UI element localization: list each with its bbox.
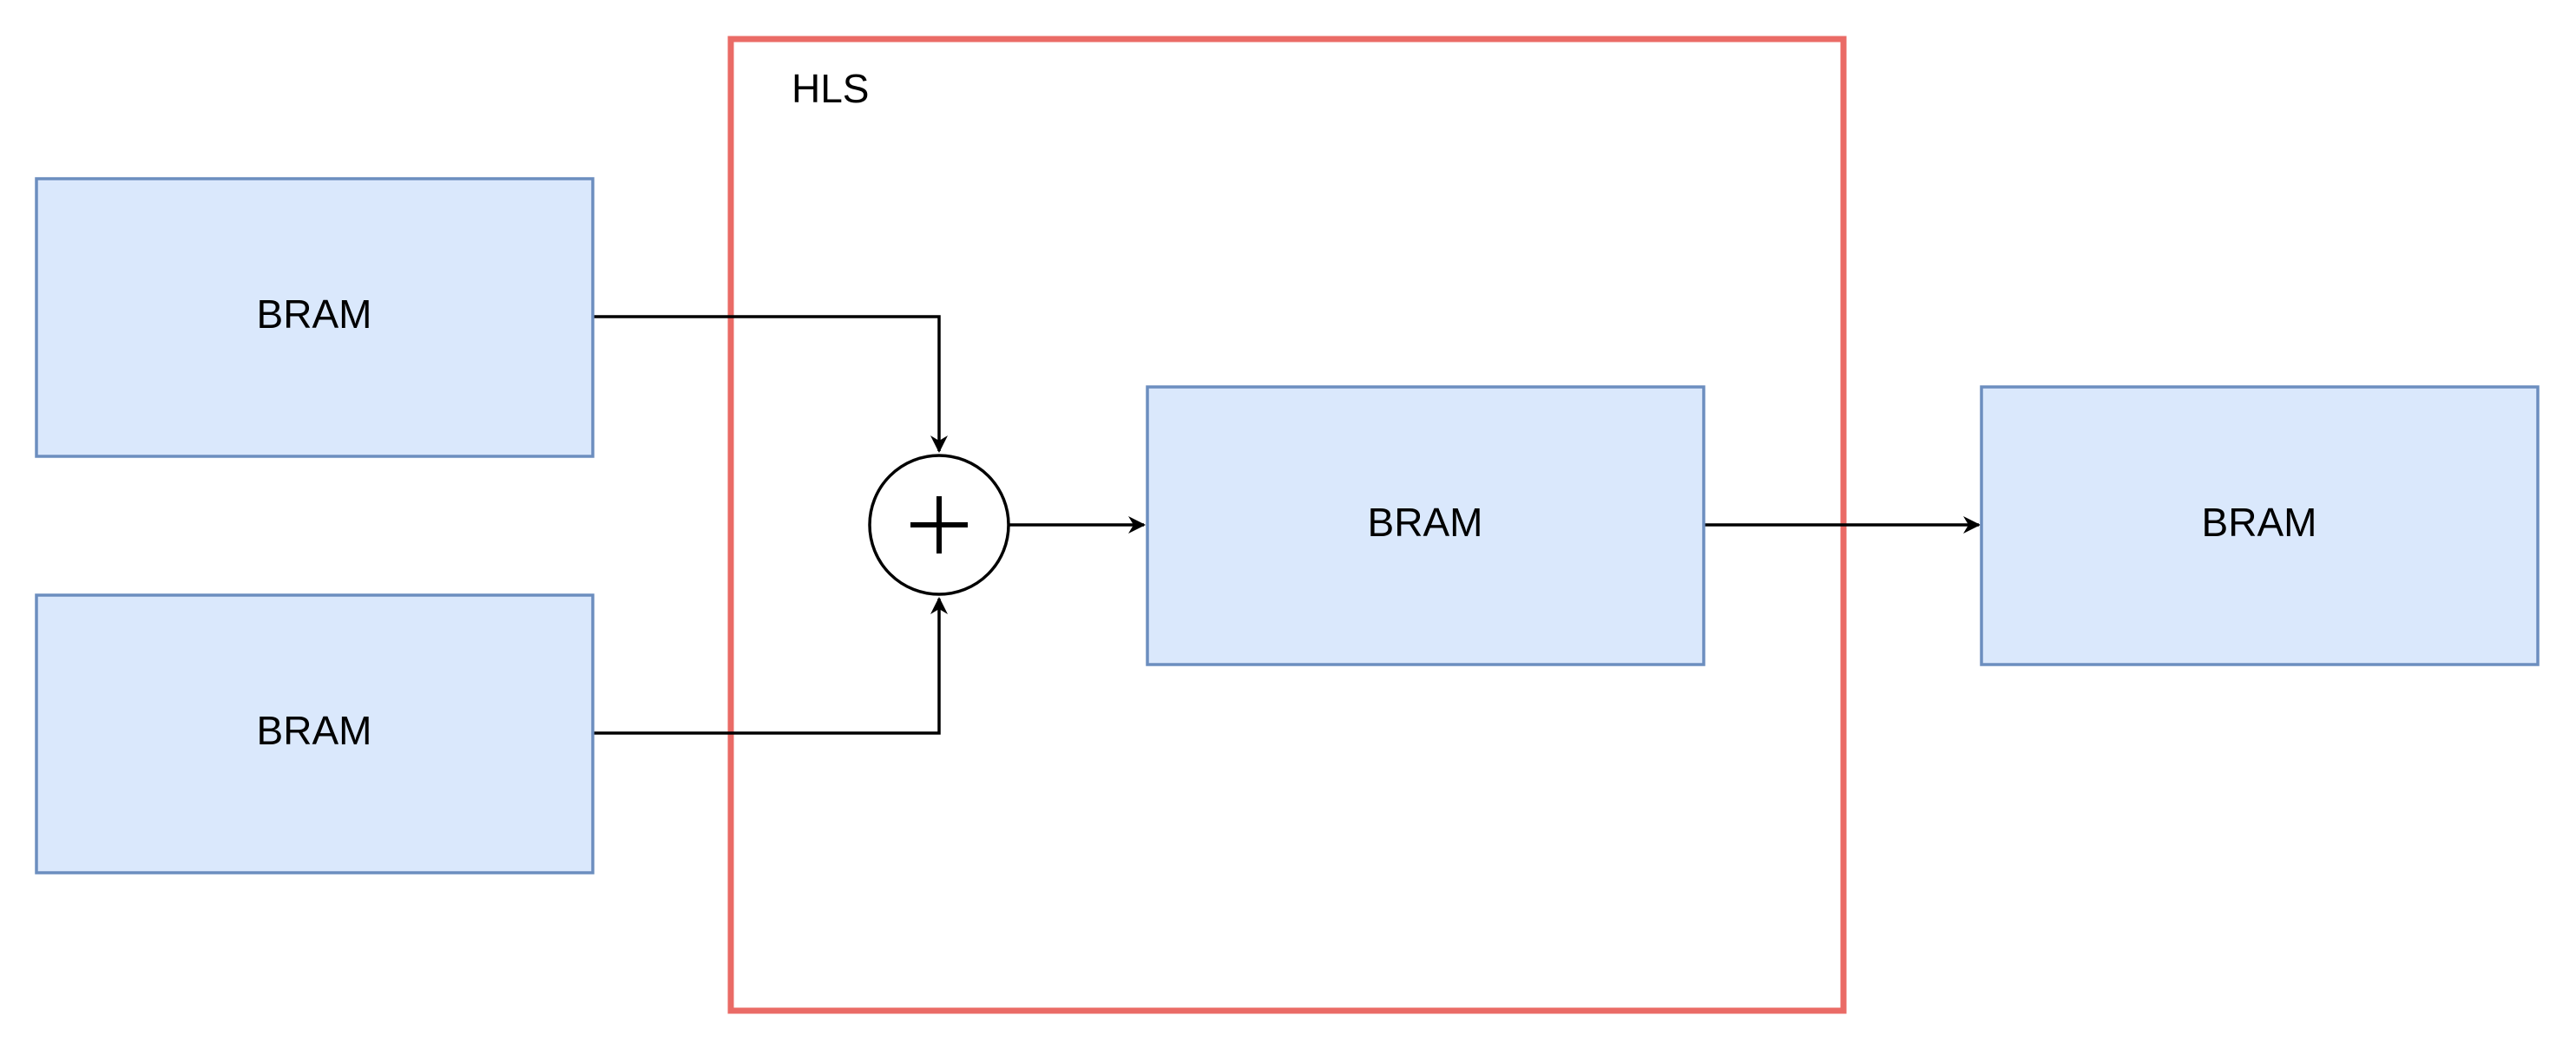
plus-icon [910,496,968,553]
bram-block-input-top[interactable]: BRAM [35,177,595,458]
bram-block-input-bottom[interactable]: BRAM [35,593,595,874]
edge-bram-bottom-to-adder[interactable] [593,597,948,735]
bram-block-label: BRAM [1368,500,1483,545]
edges [593,315,1981,735]
bram-block-middle[interactable]: BRAM [1146,385,1705,666]
bram-block-label: BRAM [257,291,372,337]
adder-node[interactable] [868,454,1010,596]
bram-block-label: BRAM [2202,500,2317,545]
bram-block-label: BRAM [257,708,372,753]
bram-block-output[interactable]: BRAM [1980,385,2540,666]
hls-group-label: HLS [792,66,869,111]
edge-bram-top-to-adder[interactable] [593,315,948,453]
